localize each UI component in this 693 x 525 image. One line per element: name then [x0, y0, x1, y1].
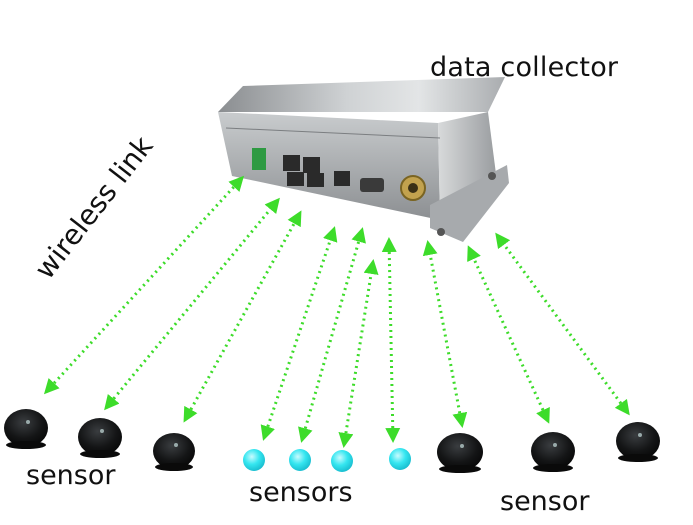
sensor-label-right: sensor [500, 486, 590, 517]
ethernet-port-icon [334, 171, 350, 186]
dome-sensor-icon [616, 422, 660, 462]
serial-port-icon [360, 178, 384, 192]
led-sensor-icon [243, 449, 265, 471]
led-sensor-icon [331, 450, 353, 472]
wireless-link-arrow [422, 240, 468, 428]
black-sensors [4, 409, 660, 473]
ethernet-port-icon [303, 157, 320, 173]
wireless-links [43, 175, 630, 448]
collector-top-face [218, 77, 505, 112]
sensors-label-middle: sensors [249, 477, 353, 508]
wireless-link-arrow [495, 232, 630, 416]
wireless-link-arrow [298, 227, 366, 443]
wireless-link-arrow [338, 259, 379, 448]
screw-icon [437, 228, 445, 236]
ethernet-port-icon [283, 155, 300, 171]
dome-sensor-icon [4, 409, 48, 449]
collector-front-face [218, 112, 440, 220]
data-collector-device [218, 77, 509, 242]
dome-sensor-icon [153, 433, 195, 471]
wireless-link-arrow [381, 237, 401, 443]
cyan-sensors [243, 448, 411, 472]
dome-sensor-icon [437, 433, 483, 473]
wireless-link-arrow [183, 210, 302, 423]
collector-mount-flange [430, 165, 509, 242]
dome-sensor-icon [531, 432, 575, 472]
dome-sensor-icon [78, 418, 122, 458]
data-collector-label: data collector [430, 52, 619, 83]
ethernet-port-icon [307, 173, 324, 187]
wireless-link-arrow [260, 226, 338, 441]
collector-side-face [438, 112, 496, 220]
screw-icon [488, 172, 496, 180]
sensor-label-left: sensor [26, 460, 116, 491]
ethernet-port-icon [287, 172, 304, 186]
wireless-link-arrow [467, 245, 550, 424]
led-sensor-icon [389, 448, 411, 470]
led-sensor-icon [289, 449, 311, 471]
terminal-block-icon [252, 148, 266, 170]
